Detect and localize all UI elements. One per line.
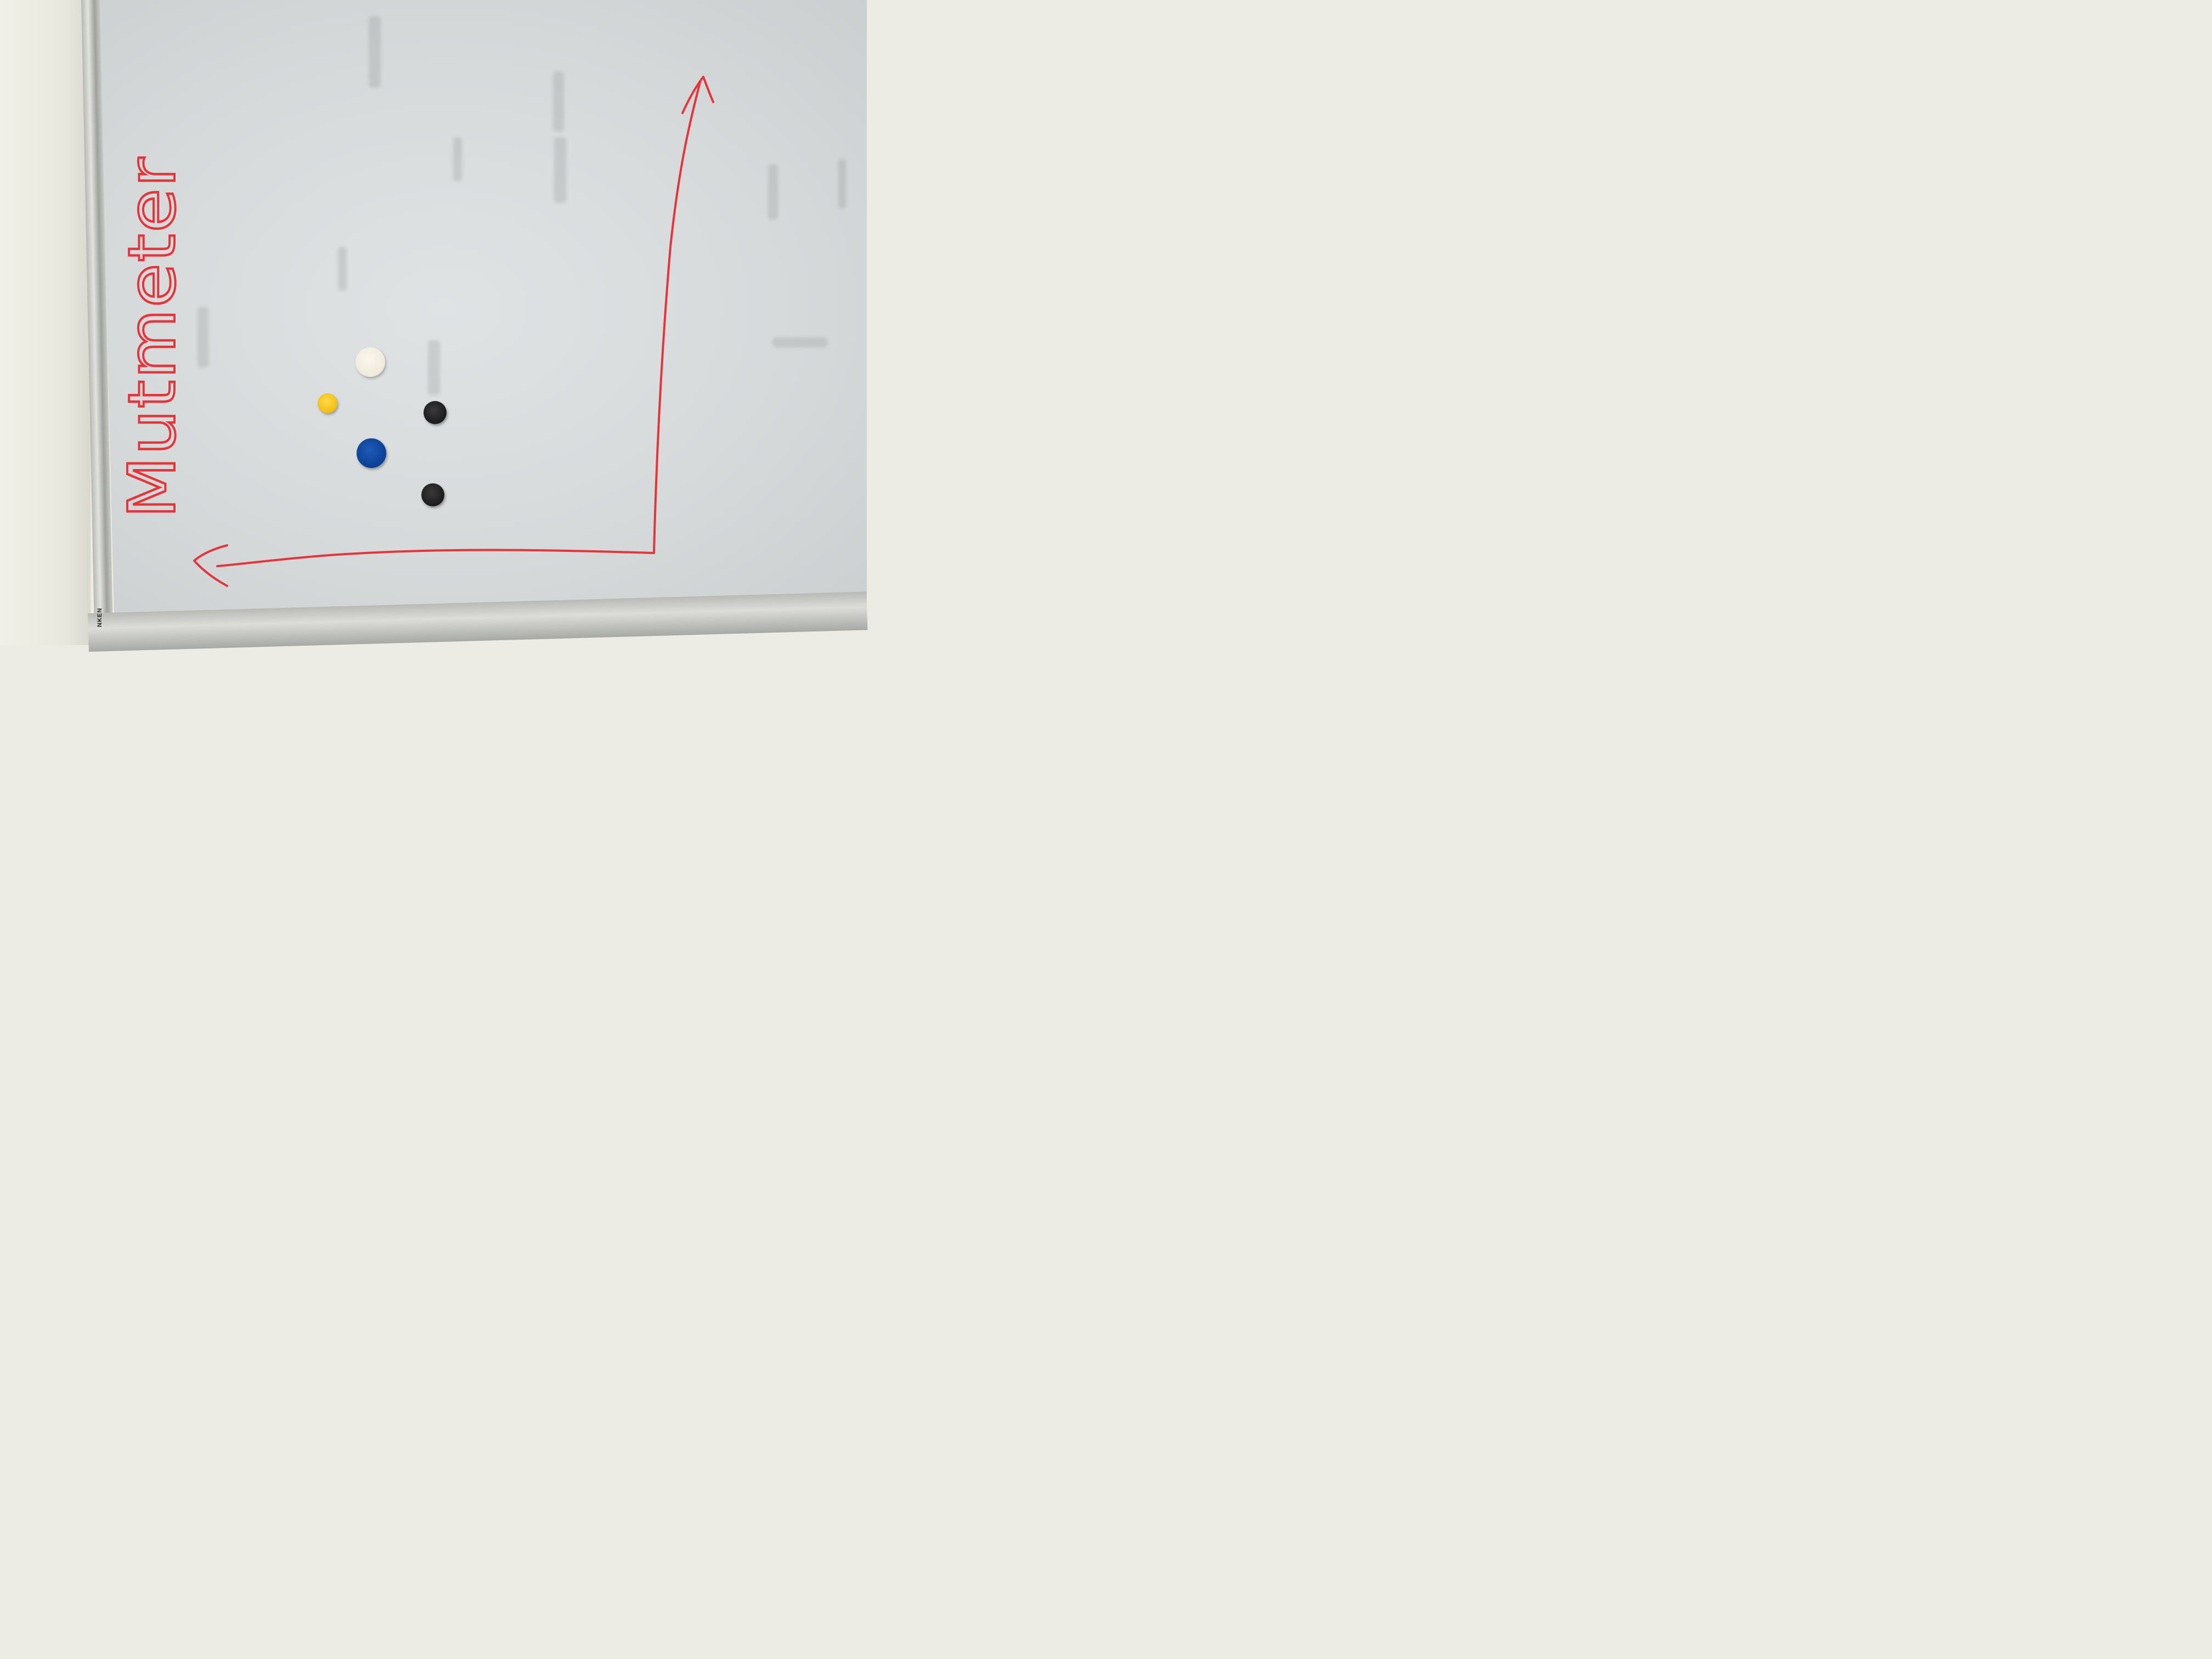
eraser-smudge (768, 165, 778, 219)
eraser-smudge (553, 71, 564, 132)
blue-magnet[interactable] (357, 438, 386, 468)
vertical-axis-arrowhead (681, 76, 714, 114)
eraser-smudge (554, 137, 566, 203)
black-magnet[interactable] (421, 483, 444, 506)
eraser-smudge (428, 340, 440, 395)
vertical-axis-line (653, 81, 701, 554)
yellow-magnet[interactable] (318, 393, 337, 413)
eraser-smudge (369, 16, 381, 88)
wall (0, 0, 91, 645)
whiteboard-surface (99, 0, 867, 617)
white-magnet[interactable] (356, 347, 385, 377)
eraser-smudge (453, 137, 462, 181)
marker-drawing: Mutmeter (113, 76, 714, 587)
eraser-smudge (772, 337, 827, 347)
eraser-smudge (198, 307, 208, 368)
eraser-smudge (338, 247, 347, 291)
eraser-smudge (838, 159, 846, 208)
black-magnet[interactable] (424, 401, 447, 424)
handwritten-label: Mutmeter (113, 155, 191, 520)
handwritten-label-text: Mutmeter (114, 156, 190, 518)
brand-label: NKEN (97, 607, 103, 627)
horizontal-axis-arrowhead (193, 544, 228, 587)
horizontal-axis-line (216, 549, 655, 567)
photo-scene: Mutmeter NKEN (0, 0, 868, 652)
